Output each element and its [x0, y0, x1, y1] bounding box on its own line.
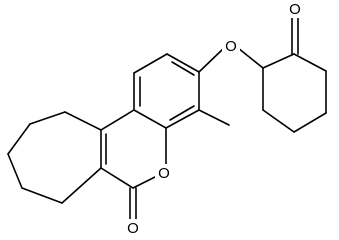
- bond-line-33: [61, 167, 102, 204]
- bond-layer: [7, 15, 327, 221]
- bond-line-28: [64, 111, 102, 131]
- bond-line-31: [7, 153, 23, 189]
- ether-oxygen-label: O: [225, 38, 237, 55]
- bond-line-11: [237, 47, 264, 69]
- carbonyl-oxygen-label: O: [127, 220, 139, 237]
- carbonyl-oxygen-background: [124, 219, 142, 237]
- bond-line-10: [198, 47, 225, 73]
- bond-line-22: [100, 167, 134, 189]
- bond-line-29: [29, 111, 66, 125]
- bond-line-16: [262, 109, 295, 133]
- bond-line-32: [21, 187, 63, 204]
- bond-line-21: [132, 174, 160, 189]
- bond-line-12: [262, 53, 295, 69]
- bond-line-9: [198, 109, 230, 126]
- bond-line-1: [166, 53, 200, 73]
- atom-label-layer: O O O O: [124, 0, 304, 237]
- double-bond-line-7: [169, 105, 195, 121]
- bond-line-30: [7, 123, 31, 155]
- ring-oxygen-label: O: [158, 165, 170, 182]
- ketone-oxygen-label: O: [289, 1, 301, 18]
- ring-oxygen-background: [155, 164, 173, 182]
- double-bond-line-6: [171, 61, 195, 76]
- bond-line-15: [293, 112, 327, 133]
- bond-line-13: [293, 53, 327, 72]
- ketone-oxygen-background: [286, 0, 304, 18]
- bond-line-4: [133, 109, 167, 129]
- bond-line-24: [100, 109, 135, 131]
- bond-line-0: [133, 53, 168, 74]
- ether-oxygen-background: [222, 37, 240, 55]
- bond-line-3: [165, 109, 200, 129]
